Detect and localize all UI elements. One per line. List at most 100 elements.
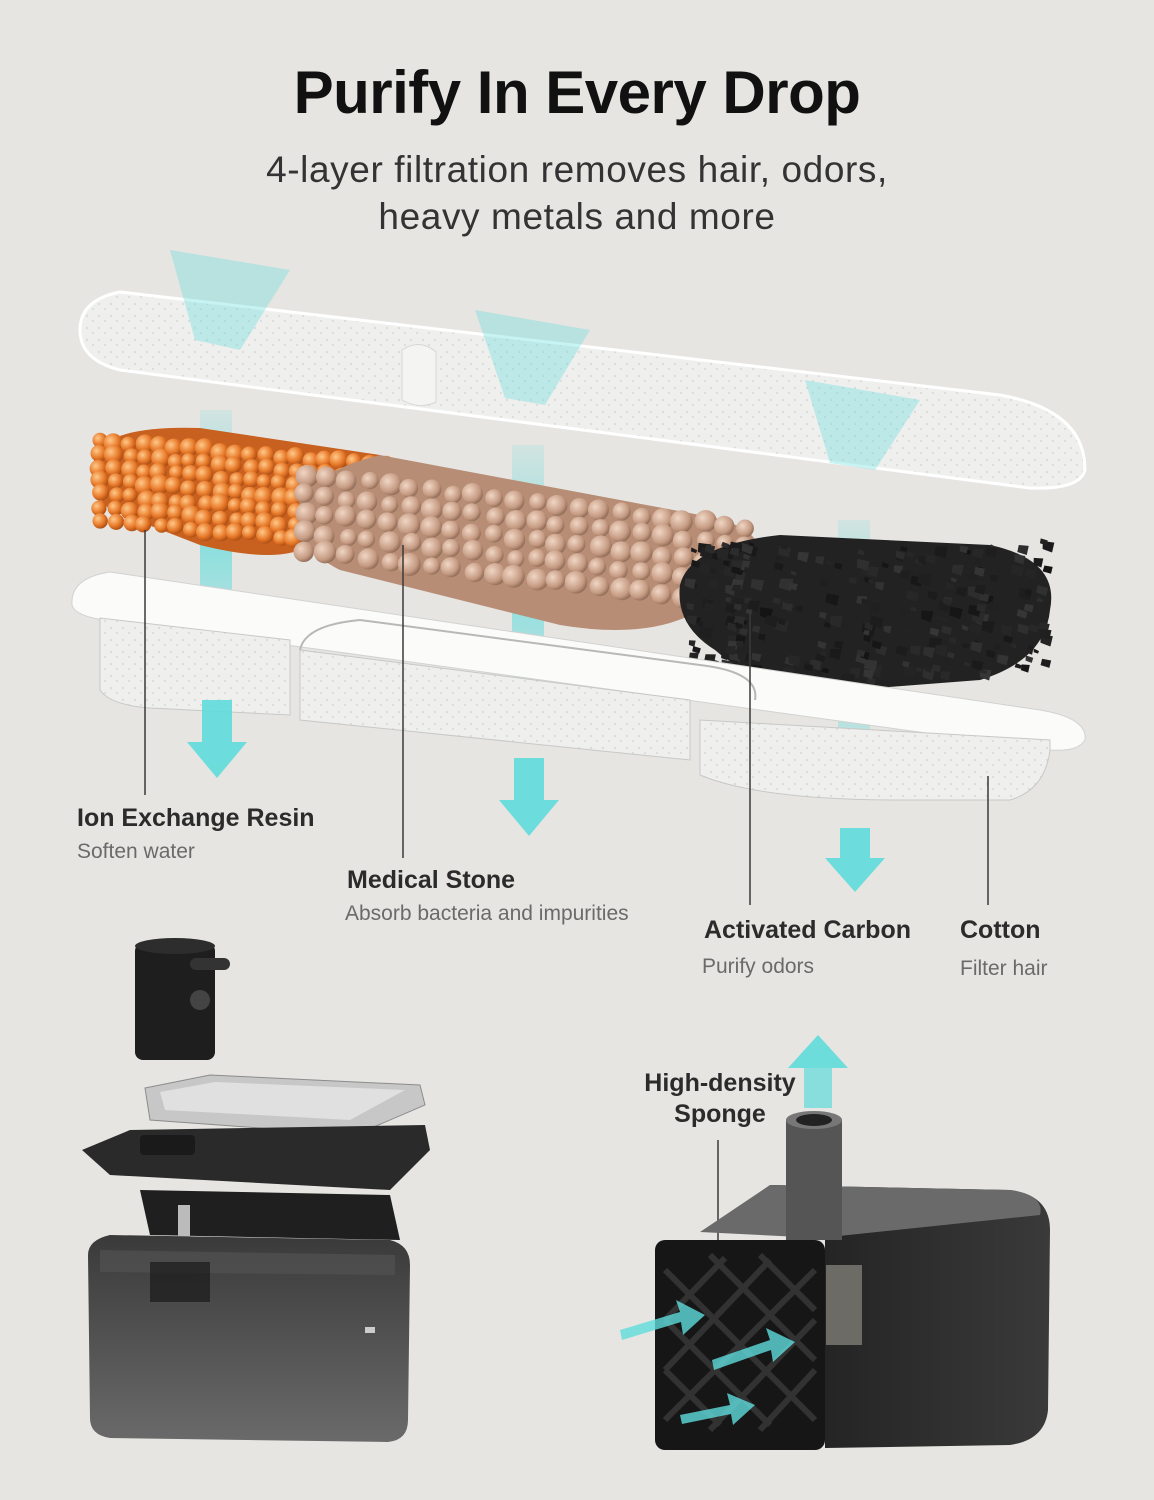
carbon-granule	[856, 558, 870, 571]
carbon-granule	[866, 677, 876, 685]
carbon-granule	[1002, 635, 1014, 644]
stone-granule	[442, 539, 460, 557]
carbon-granule	[857, 549, 865, 556]
up-arrow-icon	[788, 1035, 848, 1108]
resin-granule	[121, 460, 140, 479]
stone-granule	[337, 491, 356, 510]
stone-granule	[379, 473, 402, 496]
carbon-granule	[1014, 553, 1026, 565]
carbon-granule	[708, 579, 719, 589]
stone-granule	[361, 472, 379, 490]
carbon-granule	[772, 597, 781, 605]
stone-granule	[567, 535, 586, 553]
resin-granule	[329, 450, 349, 469]
resin-granule	[212, 510, 229, 528]
stone-granule	[670, 510, 693, 533]
carbon-granule	[943, 598, 952, 606]
carbon-granule	[747, 600, 761, 612]
stone-granule	[505, 510, 527, 532]
stone-granule	[442, 501, 462, 521]
carbon-granule	[992, 644, 1001, 651]
layer-desc-cotton: Filter hair	[960, 957, 1048, 980]
carbon-granule	[821, 667, 830, 674]
layer-desc-medical-stone: Absorb bacteria and impurities	[345, 902, 629, 925]
carbon-granule	[750, 578, 765, 592]
resin-granule	[243, 471, 260, 488]
resin-granule	[92, 483, 110, 501]
carbon-granule	[1039, 538, 1048, 546]
filter-tray	[71, 571, 1086, 801]
stone-granule	[313, 540, 337, 564]
resin-granule	[210, 455, 229, 474]
layer-desc-ion-exchange-resin: Soften water	[77, 840, 195, 863]
carbon-granule	[949, 606, 963, 620]
resin-granule	[151, 448, 171, 468]
carbon-granule	[1020, 664, 1030, 673]
stone-granule	[714, 515, 735, 537]
carbon-granule	[742, 560, 751, 569]
resin-granule	[122, 487, 138, 503]
carbon-granule	[972, 660, 984, 671]
resin-granule	[196, 480, 214, 499]
carbon-granule	[856, 649, 866, 658]
carbon-granule	[813, 669, 823, 678]
stone-granule	[397, 553, 421, 576]
stone-granule	[335, 470, 357, 492]
carbon-granule	[829, 648, 842, 661]
carbon-granule	[710, 553, 719, 560]
resin-granule	[196, 523, 214, 542]
resin-granule	[229, 472, 245, 488]
stone-granule	[546, 516, 565, 535]
stone-granule	[486, 507, 505, 526]
resin-granule	[134, 476, 154, 495]
resin-granule	[154, 518, 169, 533]
carbon-granule	[1029, 624, 1039, 633]
pump-with-sponge	[620, 1035, 1050, 1450]
resin-granule	[212, 524, 230, 542]
stone-granule	[588, 557, 607, 576]
resin-granule	[240, 512, 258, 530]
resin-granule	[135, 516, 152, 533]
resin-granule	[179, 438, 199, 457]
stone-granule	[652, 508, 674, 530]
carbon-granule	[684, 578, 696, 590]
resin-granule	[169, 465, 184, 480]
carbon-granule	[834, 641, 844, 650]
carbon-granule	[917, 573, 932, 587]
carbon-granule	[900, 545, 908, 553]
stone-granule	[335, 545, 355, 564]
carbon-granule	[819, 578, 829, 587]
carbon-granule	[996, 654, 1009, 666]
stone-granule	[545, 570, 566, 590]
stone-granule	[736, 519, 754, 538]
carbon-granule	[834, 562, 843, 570]
carbon-granule	[758, 634, 766, 641]
resin-granule	[183, 521, 199, 538]
resin-granule	[239, 497, 257, 515]
resin-granule	[240, 446, 257, 463]
carbon-granule	[863, 635, 872, 643]
carbon-granule	[974, 566, 985, 577]
carbon-granule	[723, 578, 731, 585]
carbon-granule	[881, 562, 889, 569]
resin-granule	[210, 493, 230, 513]
carbon-granule	[1033, 557, 1044, 568]
carbon-granule	[790, 570, 797, 576]
stone-granule	[651, 562, 674, 585]
stone-granule	[503, 528, 526, 551]
resin-granule	[107, 500, 123, 516]
carbon-granule	[856, 641, 870, 653]
carbon-granule	[869, 603, 881, 614]
carbon-granule	[690, 559, 701, 568]
carbon-granule	[963, 567, 972, 576]
resin-granule	[286, 447, 305, 466]
resin-granule	[164, 438, 183, 457]
carbon-granule	[829, 615, 843, 628]
stone-granule	[504, 490, 525, 511]
stone-granule	[673, 547, 694, 567]
stone-granule	[612, 502, 631, 521]
stone-granule	[357, 548, 379, 570]
carbon-granule	[859, 586, 867, 592]
stone-granule	[544, 550, 566, 572]
stone-granule	[569, 516, 589, 536]
